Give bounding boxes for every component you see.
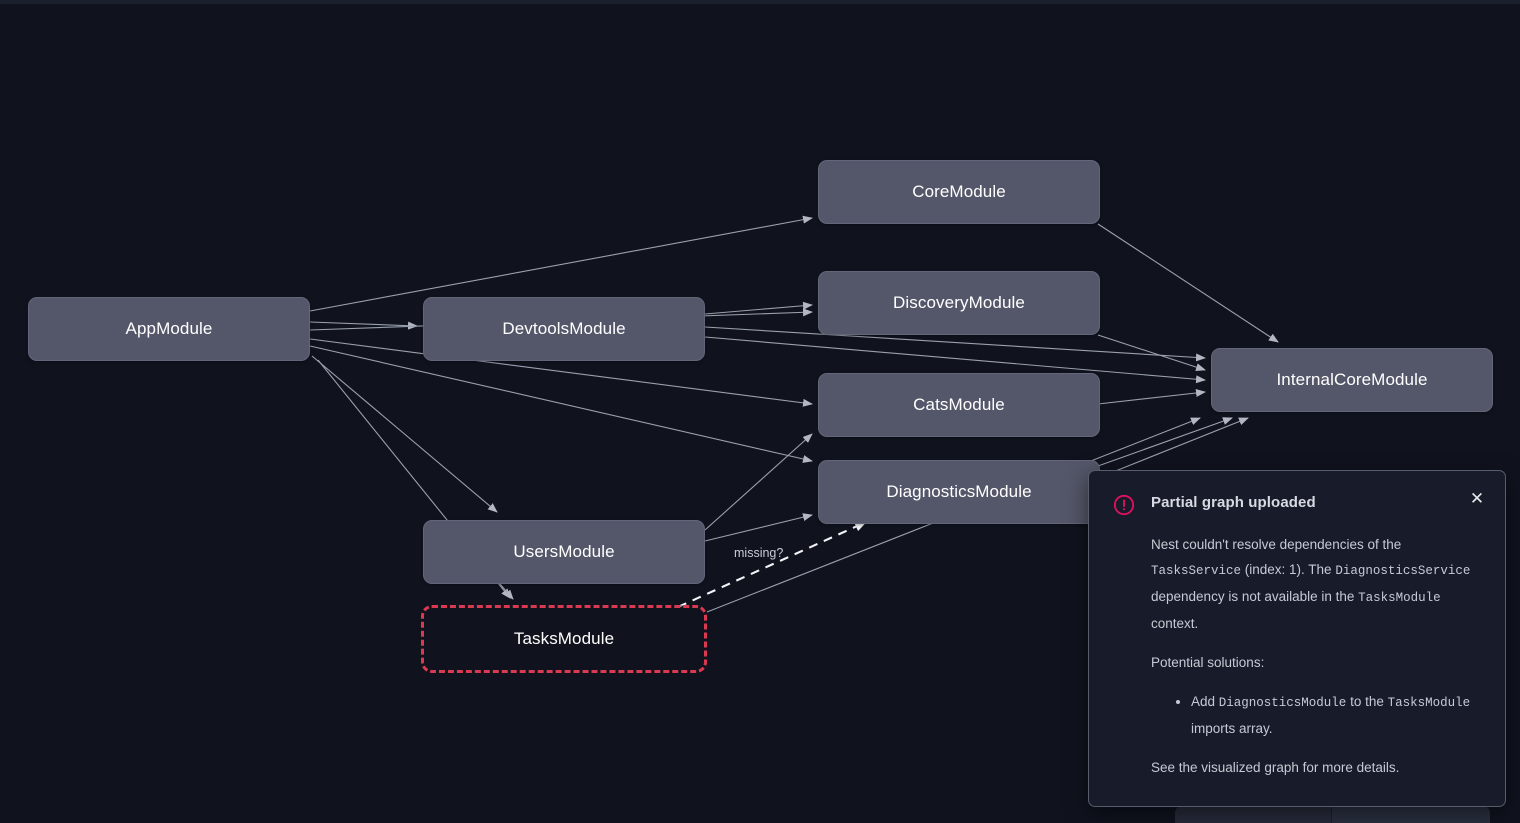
toast-title: Partial graph uploaded (1151, 494, 1316, 511)
node-label: DiscoveryModule (893, 293, 1025, 312)
toast-solution-list: Add DiagnosticsModule to the TasksModule… (1151, 689, 1481, 741)
close-icon[interactable]: ✕ (1467, 489, 1487, 509)
node-label: TasksModule (513, 629, 615, 648)
toolbar-segment-right[interactable] (1332, 806, 1490, 823)
toast-header: Partial graph uploaded ✕ (1113, 489, 1484, 516)
error-toast[interactable]: Partial graph uploaded ✕ Nest couldn't r… (1088, 470, 1506, 807)
list-item: Add DiagnosticsModule to the TasksModule… (1191, 689, 1481, 741)
node-label: CoreModule (912, 182, 1006, 201)
graph-node-discoverymodule[interactable]: DiscoveryModule (818, 271, 1100, 335)
window-top-band (0, 0, 1520, 4)
graph-node-tasksmodule[interactable]: TasksModule (421, 605, 707, 673)
graph-node-devtoolsmodule[interactable]: DevtoolsModule (423, 297, 705, 361)
graph-node-coremodule[interactable]: CoreModule (818, 160, 1100, 224)
graph-node-appmodule[interactable]: AppModule (28, 297, 310, 361)
node-label: AppModule (125, 319, 213, 338)
toast-paragraph-2: Potential solutions: (1151, 655, 1265, 670)
graph-node-diagnosticsmodule[interactable]: DiagnosticsModule (818, 460, 1100, 524)
bottom-toolbar[interactable] (1175, 806, 1490, 823)
graph-node-catsmodule[interactable]: CatsModule (818, 373, 1100, 437)
toast-body: Nest couldn't resolve dependencies of th… (1151, 532, 1481, 780)
graph-node-usersmodule[interactable]: UsersModule (423, 520, 705, 584)
node-label: DevtoolsModule (502, 319, 626, 338)
toast-paragraph-3: See the visualized graph for more detail… (1151, 760, 1400, 775)
graph-node-internalcoremodule[interactable]: InternalCoreModule (1211, 348, 1493, 412)
node-label: InternalCoreModule (1276, 370, 1428, 389)
node-label: UsersModule (513, 542, 615, 561)
toolbar-segment-left[interactable] (1175, 806, 1332, 823)
node-label: DiagnosticsModule (886, 482, 1032, 501)
alert-circle-icon (1113, 494, 1135, 516)
node-label: CatsModule (913, 395, 1005, 414)
toast-paragraph-1: Nest couldn't resolve dependencies of th… (1151, 537, 1471, 631)
edge-label-missing: missing? (734, 546, 784, 560)
